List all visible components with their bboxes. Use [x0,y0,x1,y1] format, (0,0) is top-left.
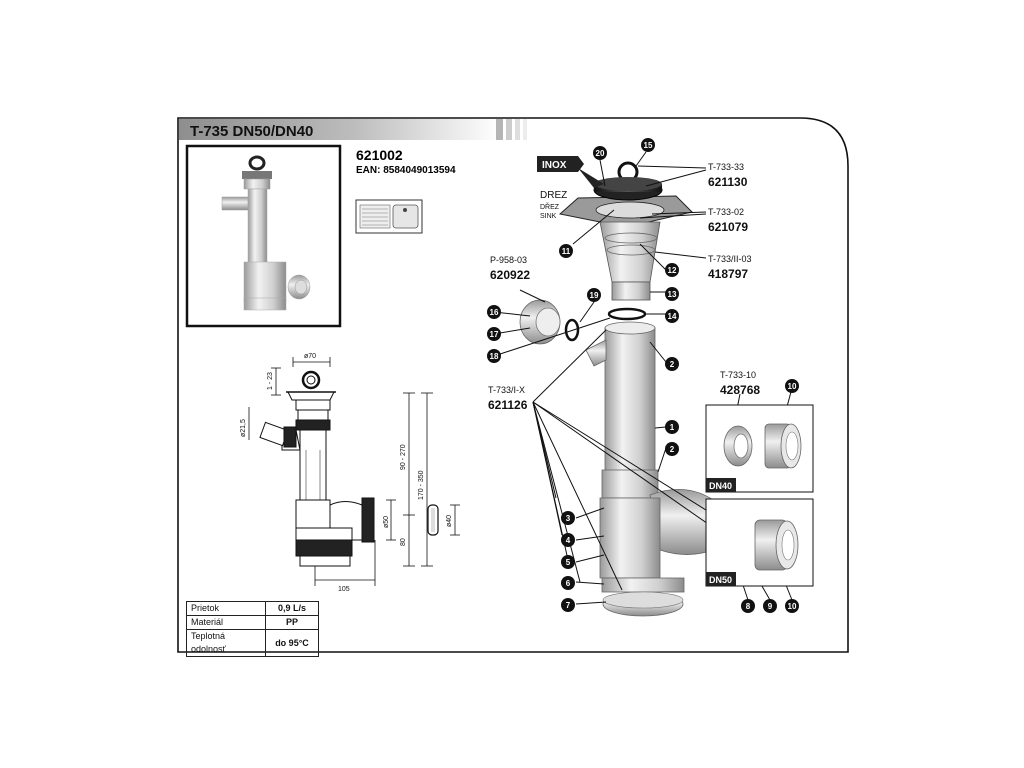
dn40-label: DN40 [709,481,732,491]
callout-marker: 18 [487,349,501,363]
table-row: Materiál PP [186,615,319,630]
callout-number: 11 [562,247,571,256]
part-code: 621079 [708,220,748,234]
callout-number: 17 [490,330,499,339]
callout-number: 10 [788,382,797,391]
callout-number: 1 [670,423,675,432]
part-code: 428768 [720,383,760,397]
callout-marker: 5 [561,555,575,569]
callout-number: 13 [668,290,677,299]
callout-marker: 17 [487,327,501,341]
part-code: 621130 [708,175,748,189]
part-ref: T-733-10 [720,370,756,380]
callout-marker: 10 [785,599,799,613]
sink-label-cz: DŘEZ [540,202,560,211]
part-code: 621126 [488,398,528,412]
callout-number: 3 [566,514,571,523]
dn50-box: DN50 [705,498,814,587]
callout-marker: 9 [763,599,777,613]
callout-marker: 13 [665,287,679,301]
callout-marker: 19 [587,288,601,302]
callout-marker: 3 [561,511,575,525]
header-bar: T-735 DN50/DN40 [179,119,527,140]
dn40-box: DN40 [705,404,814,493]
sink-icon [355,199,423,234]
part-code: 418797 [708,267,748,281]
dim-d40: ø40 [446,515,453,527]
callout-marker: 15 [641,138,655,152]
callout-number: 15 [644,141,653,150]
callout-marker: 2 [665,357,679,371]
dim-d70: ø70 [304,353,316,360]
callout-marker: 2 [665,442,679,456]
dim-d50: ø50 [383,516,390,528]
callout-number: 2 [670,360,675,369]
part-ref: T-733-02 [708,207,744,217]
callout-number: 5 [566,558,571,567]
spec-value: do 95°C [265,629,319,657]
technical-drawing [259,370,439,567]
frame-border [177,117,849,653]
callout-marker: 8 [741,599,755,613]
callout-number: 2 [670,445,675,454]
callout-number: 10 [788,602,797,611]
callout-marker: 1 [665,420,679,434]
callout-marker: 20 [593,146,607,160]
ean-code: EAN: 8584049013594 [356,165,456,176]
callout-marker: 11 [559,244,573,258]
callout-number: 20 [596,149,605,158]
part-labels: T-733-33 621130 T-733-02 621079 T-733/II… [488,162,760,412]
spec-label: Materiál [186,615,266,630]
callout-marker: 7 [561,598,575,612]
callout-number: 8 [746,602,751,611]
model-title: T-735 DN50/DN40 [190,123,313,140]
dimension-labels: ø70 1 - 23 ø21,5 90 - 270 170 - 350 ø50 … [240,353,453,593]
callout-marker: 14 [665,309,679,323]
dim-h80: 80 [400,538,407,546]
callout-marker: 10 [785,379,799,393]
dn50-label: DN50 [709,575,732,585]
callout-marker: 6 [561,576,575,590]
callout-number: 16 [490,308,499,317]
sink-label-sk: DREZ [540,190,567,201]
part-ref: T-733-33 [708,162,744,172]
callout-number: 6 [566,579,571,588]
callout-marker: 12 [665,263,679,277]
callout-number: 18 [490,352,499,361]
inox-label: INOX [542,160,567,171]
callout-number: 14 [668,312,677,321]
part-ref: T-733/I-X [488,385,525,395]
callout-number: 12 [668,266,677,275]
callout-number: 4 [566,536,571,545]
spec-table: Prietok 0,9 L/s Materiál PP Teplotná odo… [186,601,319,657]
dimension-lines [248,357,460,586]
sink-label-en: SINK [540,213,557,220]
part-ref: P-958-03 [490,255,527,265]
callout-marker: 4 [561,533,575,547]
inox-badge: INOX [537,156,604,188]
callouts: 20 15 11 12 13 14 2 19 16 17 18 1 2 3 4 … [487,138,799,613]
callout-number: 7 [566,601,571,610]
product-photo [185,144,342,328]
spec-value: PP [265,615,319,630]
dim-d215: ø21,5 [240,419,247,437]
spec-label: Teplotná odolnosť [186,629,266,657]
dim-h123: 1 - 23 [267,372,274,390]
spec-label: Prietok [186,601,266,616]
part-ref: T-733/II-03 [708,254,752,264]
table-row: Teplotná odolnosť do 95°C [186,629,319,657]
table-row: Prietok 0,9 L/s [186,601,319,616]
callout-number: 19 [590,291,599,300]
part-code: 620922 [490,268,530,282]
callout-number: 9 [768,602,773,611]
dim-90-270: 90 - 270 [400,444,407,470]
dim-w105: 105 [338,586,350,593]
callout-marker: 16 [487,305,501,319]
dim-170-350: 170 - 350 [418,470,425,500]
sink-label: DREZ DŘEZ SINK [540,190,567,220]
product-code: 621002 [356,147,403,163]
spec-value: 0,9 L/s [265,601,319,616]
